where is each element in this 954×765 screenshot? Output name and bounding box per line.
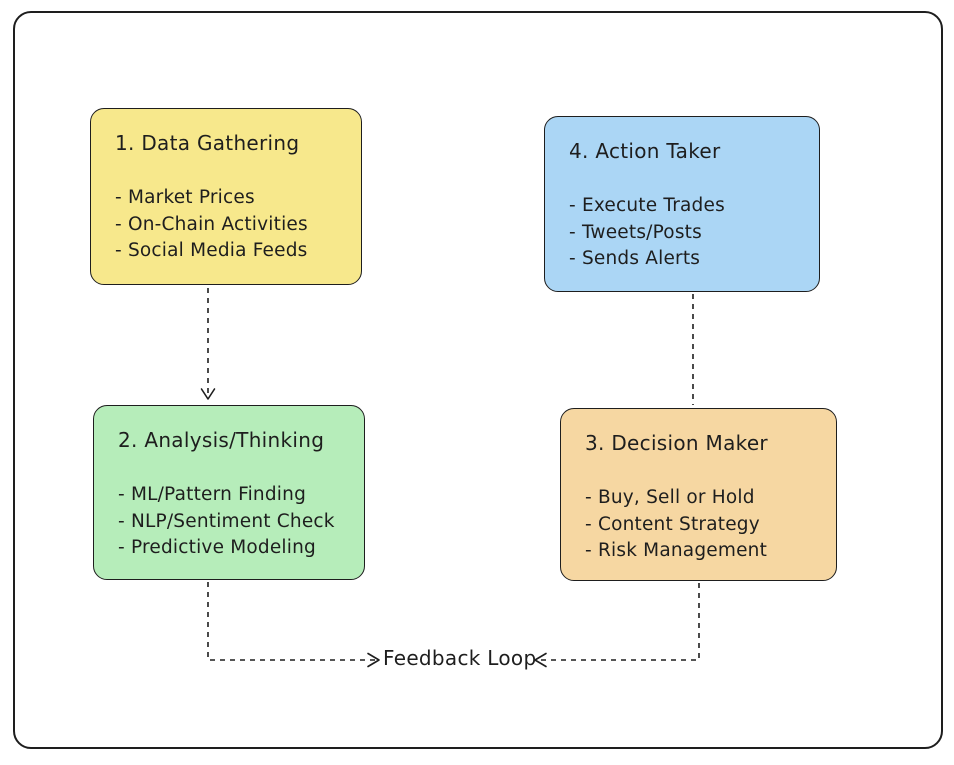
node-action-taker: 4. Action Taker - Execute Trades - Tweet… <box>544 116 820 292</box>
node-item: - Predictive Modeling <box>118 537 316 558</box>
arrow-analysis-to-feedback <box>207 582 375 661</box>
feedback-loop-label: Feedback Loop <box>383 646 537 670</box>
node-title: 1. Data Gathering <box>115 131 300 155</box>
node-items: - Buy, Sell or Hold - Content Strategy -… <box>585 485 812 565</box>
node-decision-maker: 3. Decision Maker - Buy, Sell or Hold - … <box>560 408 837 581</box>
node-item: - ML/Pattern Finding <box>118 484 307 505</box>
node-items: - Execute Trades - Tweets/Posts - Sends … <box>569 193 795 273</box>
node-item: - NLP/Sentiment Check <box>118 510 335 532</box>
node-item: - Buy, Sell or Hold <box>585 487 755 508</box>
arrowhead-left-icon <box>534 652 547 668</box>
node-items: - Market Prices - On-Chain Activities - … <box>115 185 337 265</box>
node-item: - On-Chain Activities <box>115 213 308 235</box>
node-item: - Market Prices <box>115 187 255 208</box>
node-item: - Sends Alerts <box>569 248 701 269</box>
node-data-gathering: 1. Data Gathering - Market Prices - On-C… <box>90 108 362 285</box>
node-title: 3. Decision Maker <box>585 431 768 455</box>
node-title: 4. Action Taker <box>569 139 721 163</box>
outer-frame <box>13 11 943 749</box>
node-item: - Execute Trades <box>569 195 725 216</box>
node-items: - ML/Pattern Finding - NLP/Sentiment Che… <box>118 482 340 562</box>
arrowhead-down-icon <box>200 388 216 400</box>
arrow-decision-to-feedback <box>540 583 700 661</box>
node-item: - Content Strategy <box>585 513 760 535</box>
node-item: - Social Media Feeds <box>115 240 308 261</box>
node-analysis-thinking: 2. Analysis/Thinking - ML/Pattern Findin… <box>93 405 365 580</box>
node-title: 2. Analysis/Thinking <box>118 428 325 452</box>
node-item: - Risk Management <box>585 540 768 561</box>
arrowhead-right-icon <box>367 652 380 668</box>
node-item: - Tweets/Posts <box>569 221 702 243</box>
